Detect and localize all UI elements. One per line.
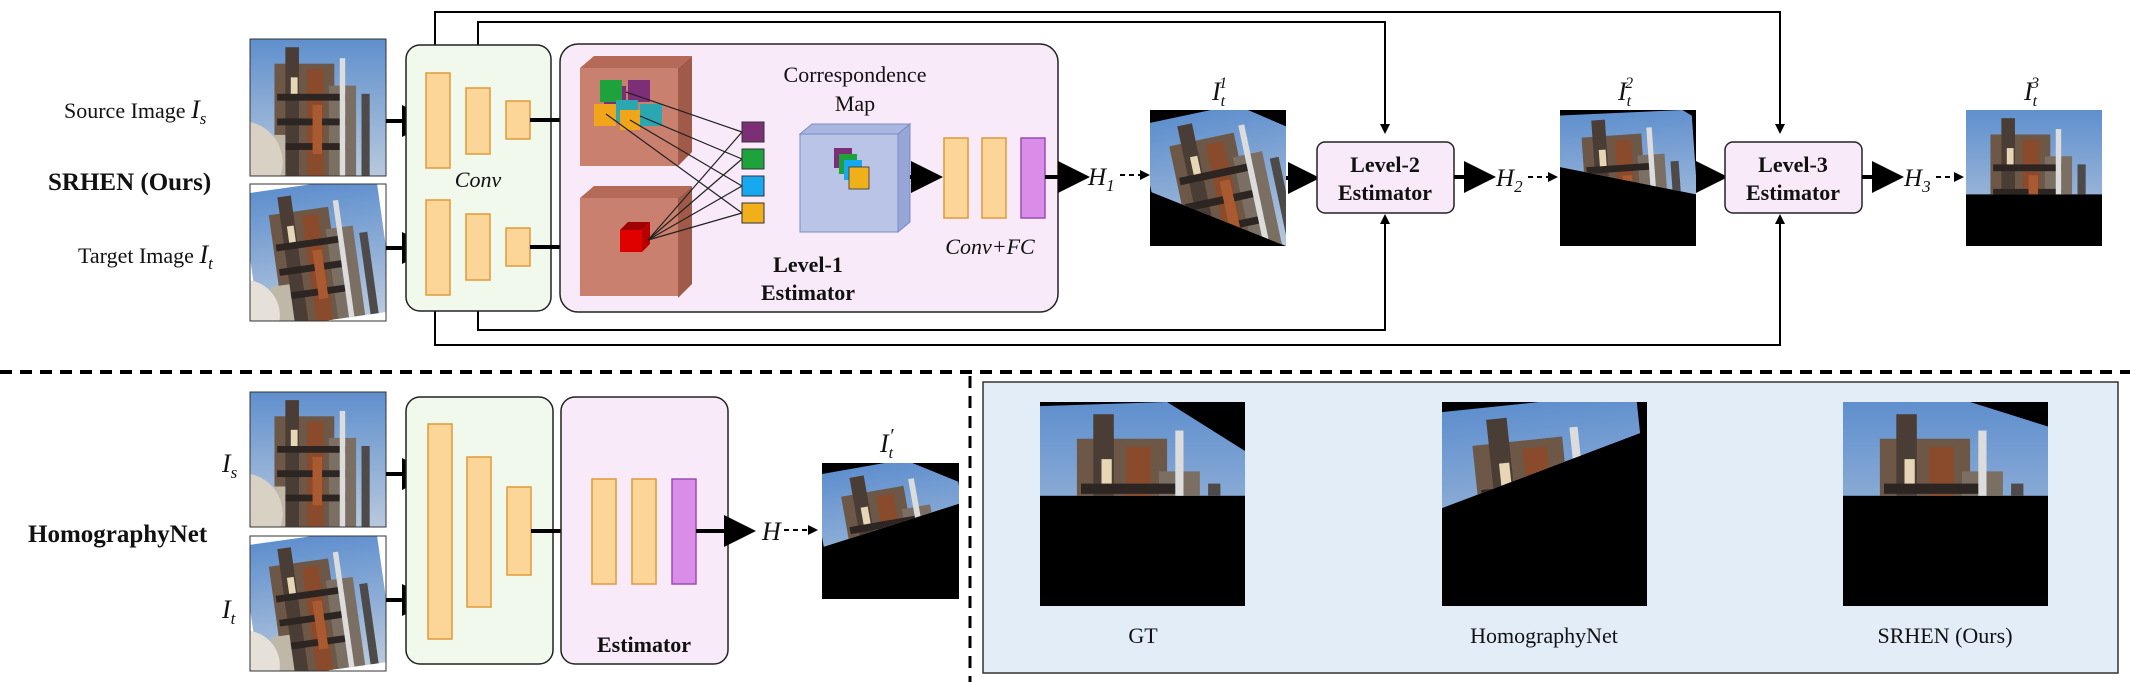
feature-block-target [580, 186, 692, 298]
corr-cell [741, 202, 765, 224]
source-image-label: Source Image Is [64, 95, 207, 128]
corr-map-label-1: Correspondence [784, 62, 927, 87]
conv-layer [465, 87, 491, 155]
output-image-2 [1560, 110, 1696, 246]
out3-label: It3 [2023, 75, 2039, 110]
level2-label-1: Level-2 [1350, 152, 1420, 177]
level1-label-1: Level-1 [773, 252, 843, 277]
corr-map-label-2: Map [835, 91, 875, 116]
hn-estimator-label: Estimator [597, 632, 691, 657]
conv-layer [465, 213, 491, 281]
hn-it-label: It [221, 595, 237, 628]
feature-block-source [580, 56, 692, 166]
hn-conv-layer [466, 456, 492, 608]
fc-layer [981, 137, 1007, 219]
convfc-label: Conv+FC [945, 234, 1035, 259]
target-image [249, 183, 387, 322]
hn-output-image [822, 463, 959, 599]
hn-source-image [249, 391, 387, 528]
out2-label: It2 [1617, 75, 1633, 110]
conv-layer [425, 72, 451, 169]
method-label-srhen: SRHEN (Ours) [48, 169, 211, 196]
h2-label: H2 [1495, 165, 1523, 196]
conv-label: Conv [455, 167, 502, 192]
conv-layer [505, 227, 531, 267]
level3-label-2: Estimator [1746, 180, 1840, 205]
h3-label: H3 [1903, 165, 1931, 196]
comparison-label-srhen: SRHEN (Ours) [1877, 623, 2012, 648]
loop-outer-bottom [434, 214, 1785, 346]
corr-cell [741, 121, 765, 143]
source-image [249, 38, 387, 177]
hn-conv-layer [427, 423, 453, 640]
fc-layer [943, 137, 969, 219]
level3-label-1: Level-3 [1758, 152, 1828, 177]
comparison-srhen-image [1843, 402, 2048, 606]
output-image-3 [1966, 110, 2102, 246]
method-label-homographynet: HomographyNet [28, 521, 208, 548]
hn-conv-layer [506, 486, 532, 576]
comparison-label-homographynet: HomographyNet [1470, 623, 1618, 648]
hn-target-image [249, 535, 387, 672]
level2-label-2: Estimator [1338, 180, 1432, 205]
correspondence-lines [605, 91, 743, 241]
hn-fc-layer [591, 478, 617, 585]
hn-fc-layer [631, 478, 657, 585]
corr-cell [741, 148, 765, 170]
target-image-label: Target Image It [78, 240, 214, 273]
comparison-label-gt: GT [1128, 623, 1158, 648]
hn-h-label: H [761, 517, 782, 546]
level1-label-2: Estimator [761, 280, 855, 305]
output-image-1 [1150, 110, 1286, 246]
hn-is-label: Is [221, 449, 238, 482]
conv-layer [425, 199, 451, 296]
hn-fc-output-layer [671, 478, 697, 585]
correspondence-map [798, 122, 912, 234]
h1-label: H1 [1087, 164, 1115, 195]
corr-cell [741, 175, 765, 197]
comparison-homographynet-image [1442, 402, 1647, 606]
comparison-gt-image [1040, 402, 1245, 606]
out1-label: It1 [1211, 75, 1227, 110]
fc-output-layer [1020, 137, 1046, 219]
hn-out-label: It′ [879, 425, 894, 462]
conv-layer [505, 100, 531, 140]
